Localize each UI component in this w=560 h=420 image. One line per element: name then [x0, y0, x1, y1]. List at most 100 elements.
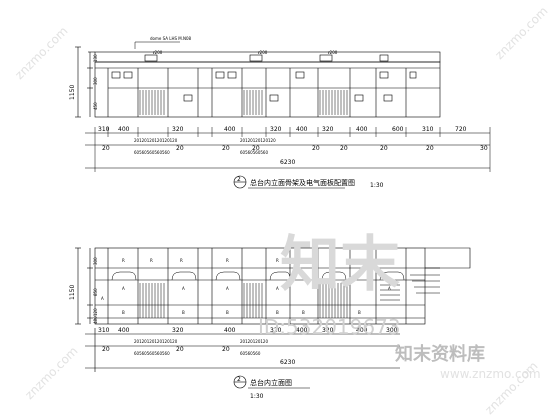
- svg-text:400: 400: [356, 327, 368, 334]
- top-small-dims-d: 60560560560: [240, 150, 268, 155]
- top-total-width: 6230: [280, 159, 295, 166]
- svg-text:30: 30: [480, 145, 488, 152]
- svg-text:A: A: [182, 286, 185, 291]
- svg-text:B: B: [358, 310, 361, 315]
- top-small-dims-b: 60560560560560: [134, 150, 170, 155]
- bottom-caption-text: 总台内立面图: [250, 378, 292, 387]
- bottom-height-d: 480: [93, 316, 98, 324]
- svg-text:320: 320: [322, 126, 334, 133]
- watermark-corner-bl: znzmo.com: [22, 344, 80, 402]
- svg-text:20: 20: [176, 346, 184, 353]
- bottom-dims-row1: 310 400 320 400 320 400 320 400 300: [98, 327, 398, 334]
- top-caption-text: 总台内立面骨架及电气面板配置图: [250, 178, 355, 187]
- svg-text:400: 400: [118, 126, 130, 133]
- svg-text:20: 20: [380, 145, 388, 152]
- bottom-small-dims-a: 20120120120120120: [134, 339, 178, 344]
- top-elevation: [75, 41, 491, 189]
- bottom-height-a: 300: [93, 257, 98, 265]
- svg-text:20: 20: [426, 145, 434, 152]
- watermark-site-url: www.znzmo.com: [440, 367, 541, 381]
- top-mark-1: ℓ200: [152, 50, 163, 55]
- top-dims-row1: 310 400 320 400 320 400 320 400 600 310 …: [98, 126, 467, 133]
- svg-text:310: 310: [98, 327, 110, 334]
- top-height-c: 450: [93, 102, 98, 110]
- svg-text:600: 600: [392, 126, 404, 133]
- bottom-small-dims-b: 60560560560560: [134, 351, 170, 356]
- top-mark-3: ℓ200: [327, 50, 338, 55]
- svg-text:20: 20: [102, 145, 110, 152]
- svg-text:310: 310: [98, 126, 110, 133]
- bottom-total-width: 6230: [280, 359, 295, 366]
- svg-text:R: R: [276, 258, 279, 263]
- top-scale: 1:30: [370, 182, 384, 189]
- svg-text:400: 400: [296, 126, 308, 133]
- svg-text:A: A: [122, 286, 125, 291]
- svg-text:R: R: [150, 258, 153, 263]
- svg-text:R: R: [180, 258, 183, 263]
- svg-text:B: B: [226, 310, 229, 315]
- top-small-dims-a: 20120120120120120: [134, 138, 178, 143]
- svg-text:A: A: [388, 286, 391, 291]
- svg-text:320: 320: [172, 327, 184, 334]
- svg-text:20: 20: [222, 145, 230, 152]
- watermark-id: ID:532019673: [258, 315, 401, 339]
- svg-text:R: R: [330, 258, 333, 263]
- svg-text:310: 310: [422, 126, 434, 133]
- watermark-corner-tr: znzmo.com: [492, 4, 550, 62]
- top-drawer-hatch: [139, 90, 348, 115]
- bottom-scale: 1:30: [250, 393, 264, 400]
- svg-text:A: A: [226, 286, 229, 291]
- bottom-elevation: [75, 247, 471, 389]
- bottom-step-block: [380, 274, 440, 301]
- bottom-small-dims-d: 60560560: [240, 351, 261, 356]
- svg-text:B: B: [276, 310, 279, 315]
- top-label-tag: dome SA LHS M.N08: [150, 36, 192, 41]
- top-height-b: 300: [93, 77, 98, 85]
- svg-text:320: 320: [322, 327, 334, 334]
- bottom-dims-row2: 20 20 20: [102, 346, 230, 353]
- svg-text:20: 20: [252, 145, 260, 152]
- svg-text:400: 400: [224, 327, 236, 334]
- svg-text:720: 720: [455, 126, 467, 133]
- top-outlet-boxes: [111, 54, 417, 102]
- bottom-panel-letters: R R R R R R A A A A A A B B B B B B: [101, 258, 391, 315]
- top-small-dims-c: 20120120120120: [240, 138, 276, 143]
- bottom-cabinet-body: [94, 247, 426, 325]
- watermark-corner-tl: znzmo.com: [12, 24, 70, 82]
- svg-text:20: 20: [312, 145, 320, 152]
- svg-text:B: B: [182, 310, 185, 315]
- svg-text:20: 20: [340, 145, 348, 152]
- top-dividers: [107, 68, 407, 117]
- svg-text:320: 320: [270, 126, 282, 133]
- top-cabinet-body: [94, 61, 441, 118]
- svg-text:300: 300: [386, 327, 398, 334]
- bottom-canopy: [425, 247, 471, 269]
- bottom-dividers: [107, 248, 407, 324]
- bottom-elevation-labels: 1150 300 850 120 480 R R R R R R A A A A…: [69, 257, 398, 400]
- top-dim-ticks: [94, 127, 491, 172]
- top-height-a: 130: [93, 54, 98, 62]
- bottom-height-b: 850: [93, 288, 98, 296]
- top-caption-number: 2: [237, 176, 241, 183]
- svg-text:A: A: [276, 286, 279, 291]
- svg-text:A: A: [101, 296, 104, 301]
- watermark-layer: 知末 ID:532019673 知末资料库 www.znzmo.com znzm…: [12, 4, 550, 417]
- svg-text:R: R: [122, 258, 125, 263]
- watermark-site-name: 知末资料库: [395, 343, 485, 365]
- svg-text:B: B: [122, 310, 125, 315]
- bottom-height-c: 120: [93, 308, 98, 316]
- top-elevation-labels: dome SA LHS M.N08 ℓ200 ℓ200 ℓ200 1150 13…: [69, 36, 488, 189]
- top-dims-row2: 20 20 20 20 20 20 20 20 30: [102, 145, 488, 152]
- svg-text:20: 20: [102, 346, 110, 353]
- bottom-caption-number: 2: [237, 376, 241, 383]
- svg-text:400: 400: [296, 327, 308, 334]
- svg-text:B: B: [302, 310, 305, 315]
- svg-text:20: 20: [222, 346, 230, 353]
- bottom-height-total: 1150: [69, 285, 76, 300]
- svg-text:400: 400: [356, 126, 368, 133]
- svg-text:400: 400: [118, 327, 130, 334]
- top-height-total: 1150: [69, 85, 76, 100]
- svg-text:400: 400: [224, 126, 236, 133]
- svg-text:320: 320: [172, 126, 184, 133]
